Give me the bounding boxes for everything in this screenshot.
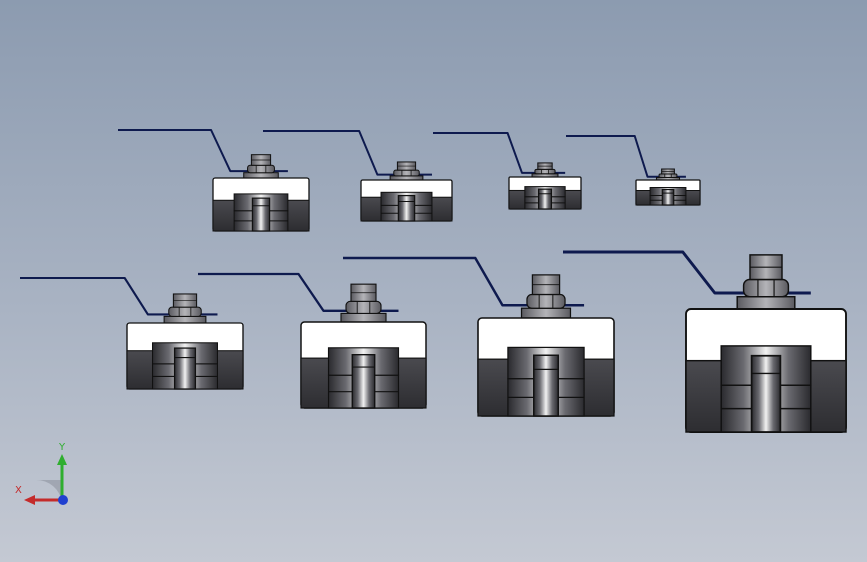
valve-7[interactable]	[343, 256, 615, 417]
valve-8-hex-nut[interactable]	[742, 278, 790, 298]
valve-5-bonnet[interactable]	[163, 315, 207, 324]
valve-2[interactable]	[263, 130, 453, 222]
valve-4[interactable]	[566, 135, 701, 206]
valve-1-bonnet[interactable]	[243, 172, 279, 179]
valve-6-hex-nut[interactable]	[345, 300, 382, 314]
valve-5-hex-nut[interactable]	[168, 306, 202, 317]
valve-7-hex-nut[interactable]	[526, 293, 566, 309]
valve-5[interactable]	[20, 276, 244, 390]
valve-8-ball-slot[interactable]	[750, 354, 782, 433]
valve-4-hex-nut[interactable]	[658, 173, 678, 178]
valve-4-ball-slot[interactable]	[661, 188, 675, 206]
valve-1-ball-slot[interactable]	[251, 197, 271, 232]
valve-6-ball-slot[interactable]	[351, 353, 376, 409]
valve-1-hex-nut[interactable]	[247, 164, 275, 174]
valve-7-ball-slot[interactable]	[533, 354, 559, 417]
valve-2-hex-nut[interactable]	[393, 169, 420, 177]
y-axis-label: Y	[59, 442, 66, 453]
valve-7-bonnet[interactable]	[520, 307, 572, 319]
triad-arrows-icon	[24, 454, 68, 505]
valve-3[interactable]	[433, 132, 582, 210]
coordinate-triad: Y X	[14, 440, 74, 510]
valve-6-bonnet[interactable]	[340, 312, 387, 323]
valve-5-ball-slot[interactable]	[173, 347, 197, 390]
valve-8[interactable]	[563, 250, 847, 433]
valve-2-ball-slot[interactable]	[397, 194, 416, 222]
valve-8-bonnet[interactable]	[736, 295, 796, 310]
valve-6[interactable]	[198, 272, 427, 409]
valve-3-ball-slot[interactable]	[537, 188, 553, 210]
valve-3-hex-nut[interactable]	[534, 168, 556, 175]
x-axis-label: X	[15, 485, 22, 496]
valve-1[interactable]	[118, 129, 310, 232]
